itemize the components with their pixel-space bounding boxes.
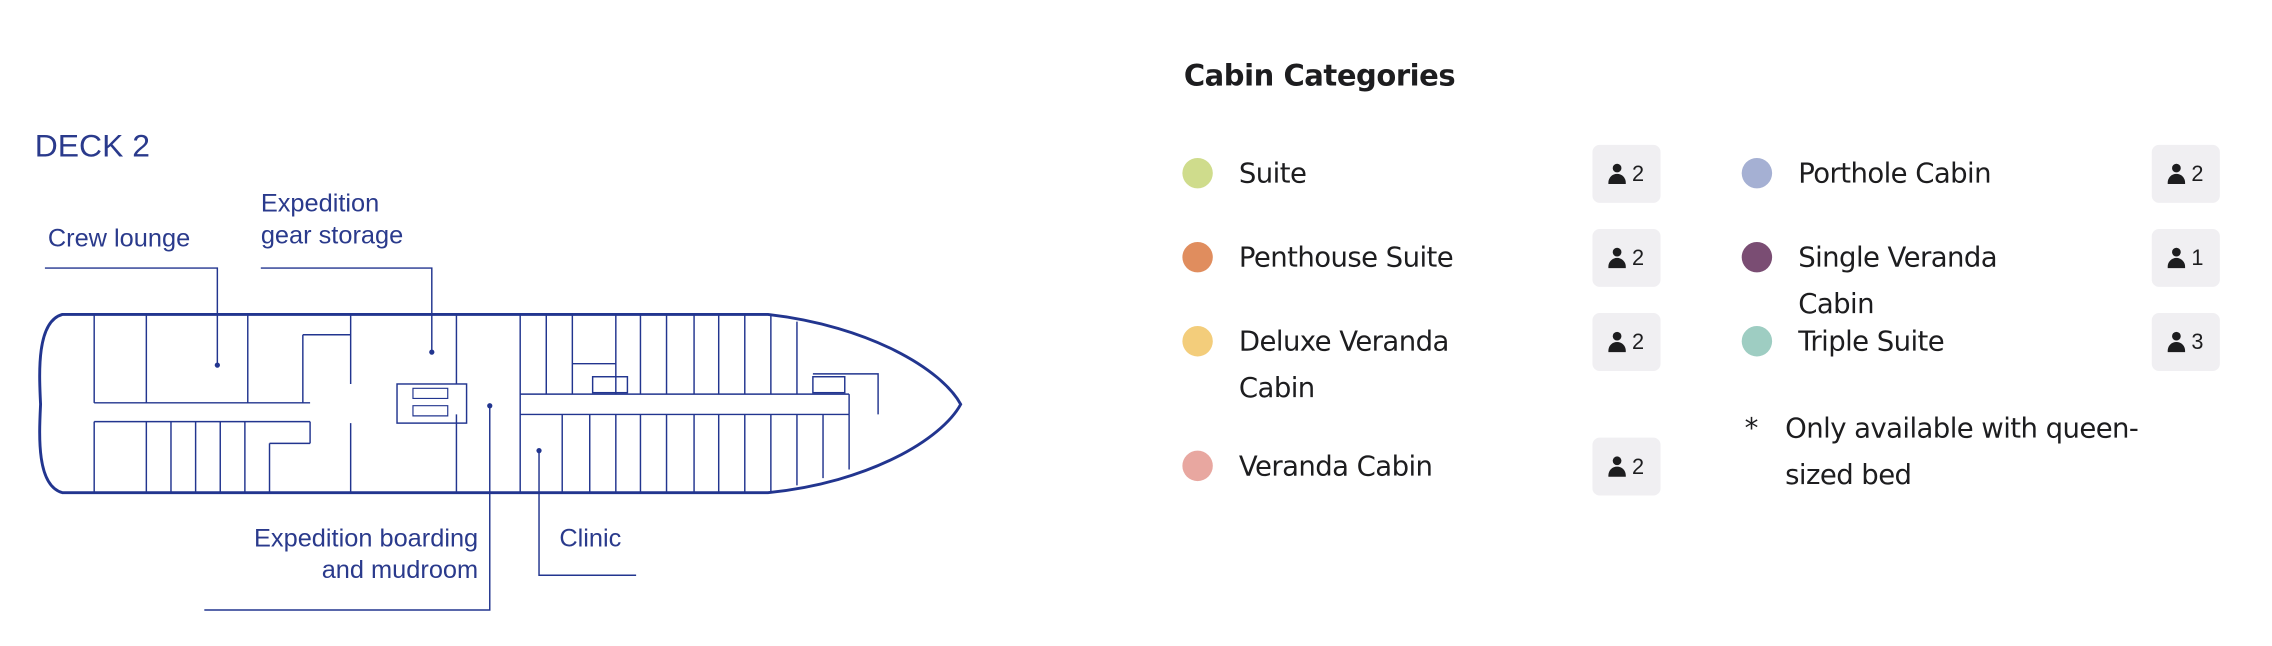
color-swatch [1182,450,1213,482]
category-name: Deluxe Veranda Cabin [1238,326,1449,405]
deck-title: DECK 2 [34,127,150,164]
person-icon [1608,331,1627,353]
occupancy-count: 1 [2191,245,2204,271]
deck-2-floor-plan [38,267,963,611]
color-swatch [1182,326,1213,357]
occupancy-badge: 2 [1592,437,1661,496]
occupancy-badge: 1 [2151,228,2220,287]
category-name: Porthole Cabin [1798,157,1991,190]
person-icon [1608,163,1627,185]
occupancy-count: 2 [1632,161,1645,187]
label-boarding-line2: and mudroom [321,554,479,584]
hull-outline [38,312,963,495]
label-gear-storage-line1: Expedition [260,188,380,218]
color-swatch [1182,241,1213,273]
occupancy-count: 2 [1632,329,1645,355]
category-name: Single Veranda Cabin [1798,241,1998,321]
category-name: Suite [1238,157,1307,190]
label-gear-storage-line2: gear storage [260,220,404,250]
occupancy-badge: 2 [1592,144,1661,203]
person-icon [2168,163,2186,185]
person-icon [1608,455,1627,478]
occupancy-count: 2 [1632,454,1645,479]
legend-item: Porthole Cabin 2 [1741,144,2220,203]
note-text: Only available with queen-sized bed [1785,412,2139,492]
legend-item: Suite 2 [1182,144,1661,203]
occupancy-count: 3 [2191,329,2204,355]
person-icon [1608,247,1627,269]
color-swatch [1741,157,1773,189]
leader-lines [44,267,637,611]
occupancy-badge: 3 [2151,312,2220,371]
person-icon [2168,331,2186,353]
legend-item: Single Veranda Cabin 1 [1741,228,2220,320]
occupancy-badge: 2 [1592,312,1661,371]
leader-dots [214,349,542,454]
person-icon [2168,247,2186,269]
category-name: Veranda Cabin [1238,450,1433,483]
occupancy-count: 2 [1632,245,1645,271]
legend-item: Triple Suite 3 [1741,312,2220,371]
legend-item: Deluxe Veranda Cabin 2 [1182,312,1661,404]
legend-item: Veranda Cabin 2 [1182,437,1661,496]
color-swatch [1182,157,1213,189]
label-crew-lounge: Crew lounge [47,223,191,253]
legend-title: Cabin Categories [1183,57,1456,93]
category-name: Penthouse Suite [1238,241,1454,274]
label-boarding-line1: Expedition boarding [254,523,479,553]
asterisk: * [1744,412,1759,445]
label-clinic: Clinic [559,523,622,553]
occupancy-count: 2 [2191,161,2204,187]
interior-walls [93,314,879,493]
occupancy-badge: 2 [1592,228,1661,287]
legend-item: Penthouse Suite 2 [1182,228,1661,287]
category-name: Triple Suite [1798,326,1945,358]
occupancy-badge: 2 [2151,144,2220,203]
color-swatch [1741,326,1773,357]
color-swatch [1741,241,1773,273]
